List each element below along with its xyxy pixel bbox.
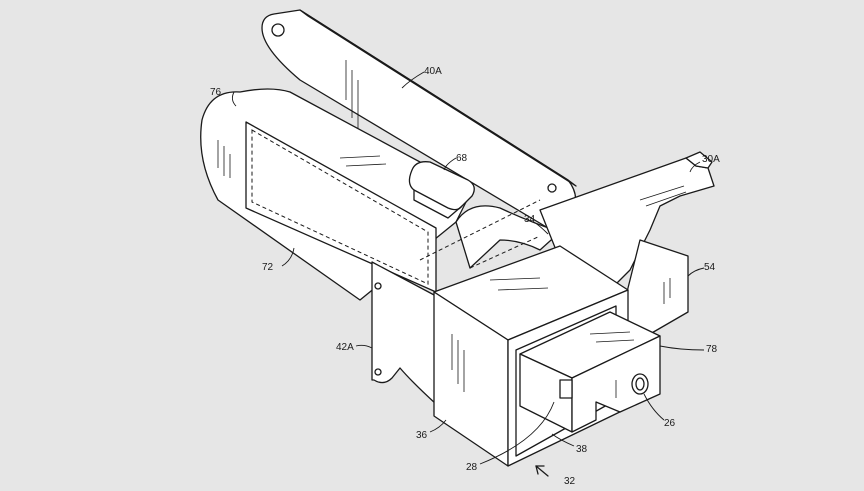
label-32: 32 [564,476,576,486]
label-78: 78 [706,344,718,355]
knob-68[interactable] [408,161,475,219]
mount-hole-icon [374,282,382,290]
leader-lines [231,71,705,477]
label-34: 34 [524,214,536,225]
window-28 [559,379,573,399]
label-54: 54 [704,262,716,273]
label-30A: 30A [702,154,720,165]
rear-bracket-40A [261,9,577,229]
label-68: 68 [456,153,468,164]
label-38: 38 [576,444,588,455]
inner-panel-72 [251,129,429,285]
sensor-head-78 [519,311,661,433]
mount-hole-icon [374,368,382,376]
label-76: 76 [210,87,222,98]
reference-labels: 40A 76 68 30A 34 54 72 42A 78 36 26 38 2… [210,66,720,487]
label-42A: 42A [336,342,354,353]
label-72: 72 [262,262,274,273]
flange-42A [371,261,437,405]
label-26: 26 [664,418,676,429]
shaft-34 [419,199,561,269]
label-40A: 40A [424,66,442,77]
mount-hole-icon [271,23,285,37]
label-36: 36 [416,430,428,441]
mount-hole-icon [547,183,557,193]
label-28: 28 [466,462,478,473]
